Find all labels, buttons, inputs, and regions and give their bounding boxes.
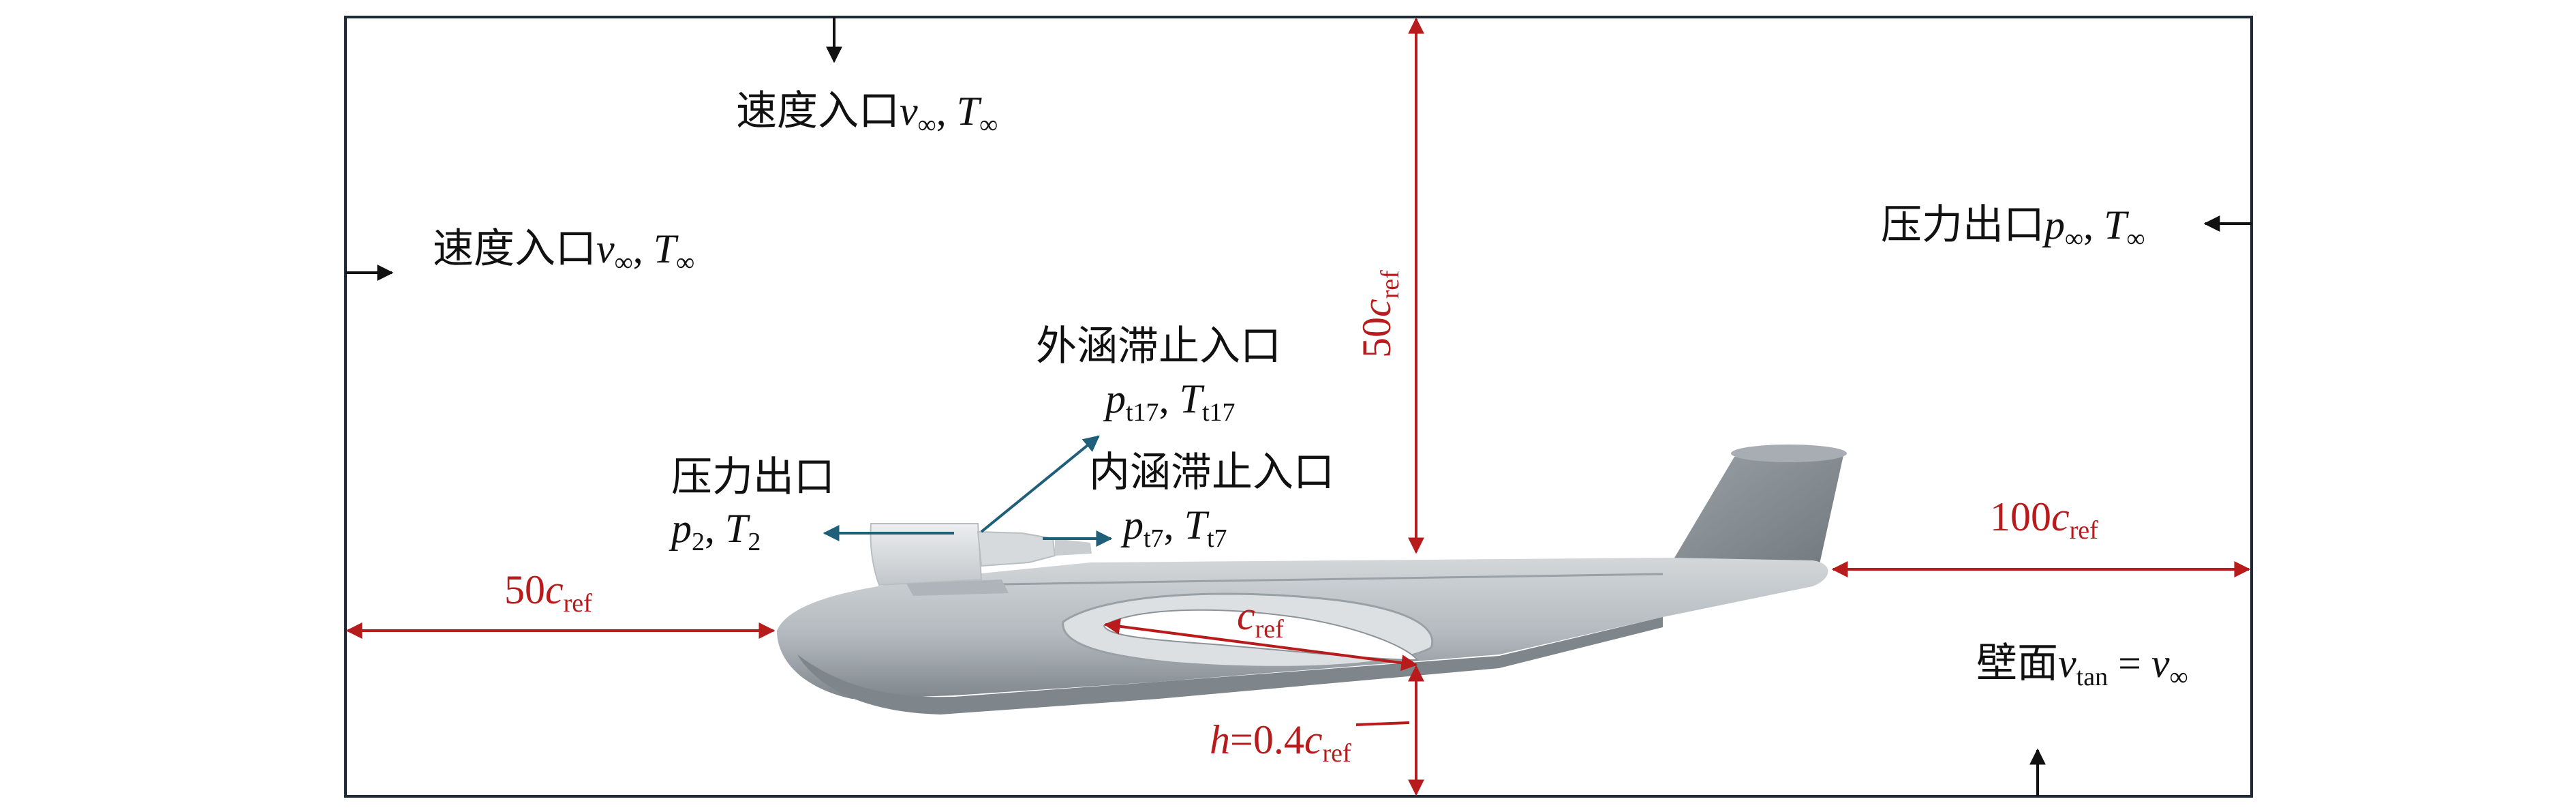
- downstream-dimension-label: 100cref: [1990, 494, 2098, 545]
- boundary-arrows: [346, 17, 2252, 796]
- bypass-inlet-label-title: 外涵滞止入口: [1036, 324, 1281, 369]
- dimension-lines: [346, 17, 2251, 796]
- engine-outlet-label-title: 压力出口: [671, 455, 835, 500]
- ground-leader-line: [1355, 721, 1410, 726]
- vertical-tail: [1670, 455, 1843, 580]
- chord-dimension-label: cref: [1237, 593, 1284, 644]
- engine-pylon: [906, 580, 1009, 596]
- ground-dimension-label: h=0.4cref: [1210, 717, 1351, 768]
- core-inlet-label-vars: pt7, Tt7: [1120, 502, 1227, 553]
- engine-outlet-label-vars: p2, T2: [669, 506, 761, 556]
- engine-core: [977, 530, 1056, 567]
- bypass-inlet-label-vars: pt17, Tt17: [1103, 376, 1236, 427]
- core-inlet-label-title: 内涵滞止入口: [1089, 450, 1334, 495]
- left-inlet-label: 速度入口v∞, T∞: [433, 226, 694, 277]
- right-outlet-label: 压力出口p∞, T∞: [1881, 202, 2145, 253]
- upstream-dimension-label: 50cref: [504, 567, 592, 618]
- fuselage-belly: [797, 617, 1663, 715]
- engine-core-nozzle: [1055, 539, 1092, 556]
- tail-tip: [1731, 445, 1847, 462]
- height-dimension-label: 50cref: [1354, 270, 1405, 358]
- domain-boundary: [344, 16, 2253, 798]
- flow-arrows: [823, 435, 1113, 547]
- bypass-flow-arrow: [980, 435, 1100, 533]
- fuselage-crease: [953, 573, 1663, 586]
- chord-dimension-line: [1103, 618, 1418, 672]
- wall-label: 壁面vtan = v∞: [1976, 641, 2188, 691]
- top-inlet-label: 速度入口v∞, T∞: [736, 89, 998, 139]
